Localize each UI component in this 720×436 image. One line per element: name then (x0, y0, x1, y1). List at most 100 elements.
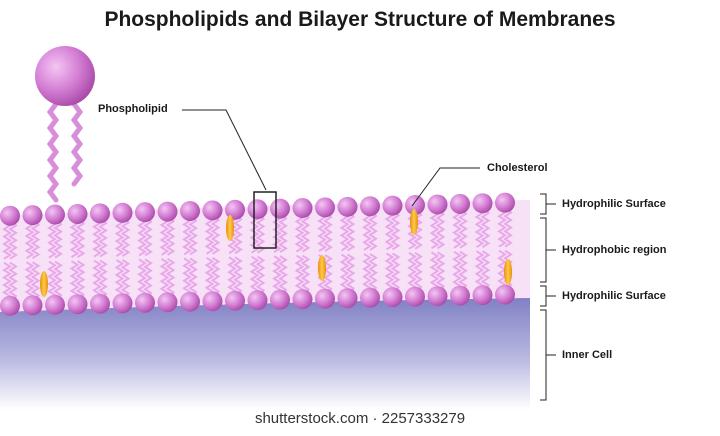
lipid-head-top (90, 203, 110, 224)
lipid-tail-bottom (300, 254, 311, 294)
lipid-tail-top (75, 219, 86, 258)
lipid-tail-bottom (339, 253, 350, 293)
lipid-tail-bottom (24, 261, 35, 300)
lipid-tail-top (47, 219, 57, 259)
lipid-head-bottom (292, 289, 313, 310)
lipid-tail-top (503, 208, 513, 248)
inner-cell-region (0, 296, 530, 410)
lipid-tail-top (165, 216, 176, 256)
lipid-tail-bottom (255, 255, 266, 295)
lipid-head-top (0, 205, 20, 226)
lipid-tail-top (69, 219, 80, 258)
lipid-tail-bottom (368, 253, 378, 293)
lipid-tail-bottom (182, 257, 192, 297)
lipid-head-bottom (225, 290, 245, 311)
lipid-tail-top (53, 219, 63, 259)
cholesterol-leader-line (411, 167, 480, 207)
lipid-tail-bottom (233, 256, 243, 296)
free-phospholipid-tail-left (46, 101, 60, 203)
lipid-tail-bottom (390, 252, 401, 292)
lipid-tail-bottom (278, 255, 288, 295)
label-hydrophobic: Hydrophobic region (562, 244, 667, 256)
lipid-tail-bottom (384, 252, 395, 292)
lipid-tail-top (2, 221, 12, 260)
free-phospholipid (35, 46, 95, 203)
lipid-tail-bottom (120, 259, 131, 298)
lipid-tail-top (24, 220, 35, 260)
lipid-tail-bottom (323, 254, 333, 294)
watermark: shutterstock.com · 2257333279 (254, 410, 466, 427)
lipid-head-top (495, 192, 515, 213)
lipid-tail-bottom (47, 260, 57, 300)
cholesterol-molecule (504, 259, 512, 285)
lipid-tail-top (452, 209, 462, 249)
bracket-hydrophilic-bottom (540, 285, 556, 307)
lipid-tail-top (474, 208, 485, 249)
lipid-head-top (157, 201, 178, 222)
lipid-tail-top (323, 212, 333, 252)
free-phospholipid-head (35, 46, 95, 106)
lipid-head-bottom (360, 287, 380, 308)
lipid-tail-top (159, 216, 170, 256)
lipid-head-top (427, 194, 448, 215)
diagram-title: Phospholipids and Bilayer Structure of M… (104, 8, 616, 31)
lipid-head-bottom (45, 294, 65, 315)
lipid-head-top (337, 196, 358, 217)
region-brackets (540, 193, 556, 401)
lipid-tail-top (497, 208, 507, 248)
lipid-tail-bottom (159, 258, 170, 297)
lipid-tail-bottom (75, 260, 86, 299)
lipid-head-bottom (202, 291, 223, 312)
phospholipid-highlight-box (253, 191, 277, 249)
cholesterol-molecule (410, 209, 418, 235)
lipid-head-bottom (22, 295, 43, 316)
lipid-head-top (225, 199, 245, 220)
lipid-tail-top (233, 215, 243, 255)
lipid-head-bottom (112, 293, 133, 314)
lipid-head-bottom (495, 284, 515, 305)
bracket-hydrophilic-top (540, 193, 556, 215)
lipid-tail-top (182, 216, 192, 256)
lipid-tail-bottom (458, 250, 468, 291)
lipid-head-top (112, 202, 133, 223)
lipid-head-top (135, 202, 155, 223)
lipid-tail-top (188, 216, 198, 256)
lipid-tail-bottom (204, 256, 215, 296)
lipid-tail-top (98, 218, 108, 258)
bracket-inner-cell (540, 309, 556, 401)
lipid-tail-top (278, 213, 288, 253)
label-phospholipid: Phospholipid (98, 103, 168, 115)
lipid-tail-bottom (188, 257, 198, 297)
lipid-head-top (270, 198, 290, 219)
label-hydrophilic-bottom: Hydrophilic Surface (562, 290, 666, 302)
lipid-tail-top (458, 209, 468, 249)
lipid-tail-top (204, 215, 215, 255)
lipid-tail-bottom (452, 250, 462, 291)
lipid-head-bottom (157, 292, 178, 313)
lipid-tail-top (114, 218, 125, 257)
cholesterol-molecule (318, 255, 326, 281)
lipid-tails (2, 208, 513, 301)
lipid-head-bottom (405, 286, 425, 307)
lipid-head-bottom (337, 288, 358, 309)
lipid-tail-top (294, 213, 305, 253)
lipid-head-top (45, 204, 65, 225)
lipid-tail-bottom (210, 256, 221, 296)
bilayer-band (0, 200, 530, 312)
label-hydrophilic-top: Hydrophilic Surface (562, 198, 666, 210)
lipid-tail-top (429, 209, 440, 250)
lipid-tail-top (480, 208, 491, 249)
lipid-tail-bottom (429, 251, 440, 291)
lipid-head-top (405, 195, 425, 216)
lipid-head-bottom (135, 292, 155, 313)
lipid-tail-bottom (249, 255, 260, 295)
lipid-tail-top (8, 221, 18, 260)
lipid-tail-bottom (137, 258, 147, 298)
lipid-tail-bottom (114, 259, 125, 298)
lipid-heads (0, 192, 515, 316)
lipid-tail-bottom (98, 259, 108, 299)
lipid-head-top (247, 199, 268, 220)
lipid-head-bottom (67, 294, 88, 315)
